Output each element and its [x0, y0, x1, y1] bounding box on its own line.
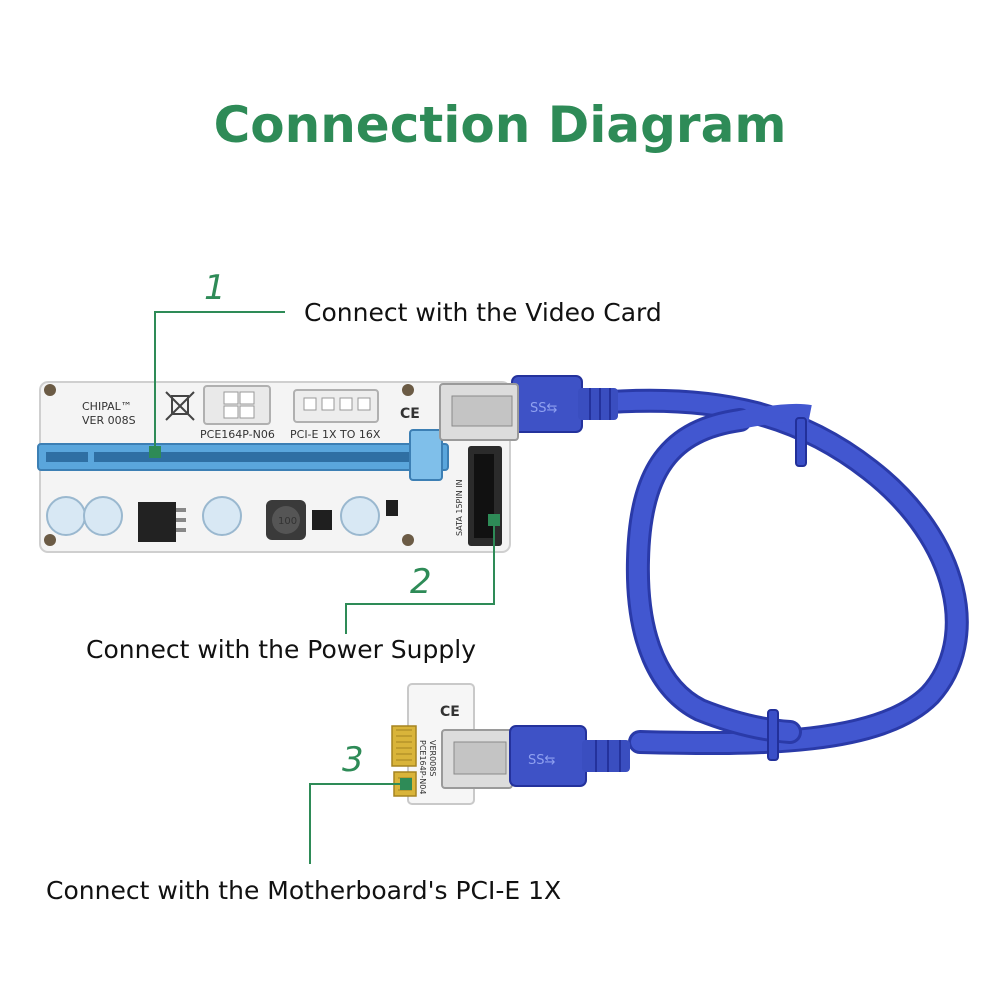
leader-line-3: [309, 783, 406, 864]
bottom-usb-plug: SS⇆: [509, 725, 630, 787]
weee-bin-icon: [165, 391, 195, 421]
leader-dot-3: [400, 778, 412, 790]
board-brand-text: CHIPAL™: [82, 400, 132, 413]
callout-number-2: 2: [410, 562, 432, 602]
svg-text:SS⇆: SS⇆: [530, 401, 558, 416]
leader-dot-1: [149, 446, 161, 458]
riser-board: CHIPAL™ VER 008S PCE164P-N06 PCI-E 1X TO…: [37, 381, 519, 553]
ce-mark: CE: [400, 406, 420, 422]
usb-cable: [598, 388, 969, 761]
callout-number-1: 1: [204, 268, 226, 308]
diagram-title: Connection Diagram: [213, 96, 787, 154]
sata-label-text: SATA 15PIN IN: [455, 479, 464, 536]
leader-line-2: [345, 520, 495, 634]
pcie-1x-adapter: CE PCE164P-N04 VER008S: [391, 683, 513, 805]
callout-number-3: 3: [342, 740, 364, 780]
leader-lines: [154, 311, 495, 864]
callout-label-2: Connect with the Power Supply: [86, 635, 477, 664]
board-pcie-text: PCI-E 1X TO 16X: [290, 428, 381, 441]
svg-text:SS⇆: SS⇆: [528, 753, 556, 768]
board-model-text: PCE164P-N06: [200, 428, 275, 441]
callout-label-3: Connect with the Motherboard's PCI-E 1X: [46, 876, 562, 905]
board-version-text: VER 008S: [82, 414, 136, 427]
adapter-version-text: VER008S: [428, 740, 437, 776]
top-usb-plug: SS⇆: [511, 375, 618, 433]
inductor-text: 100: [278, 516, 297, 527]
callout-label-1: Connect with the Video Card: [304, 298, 662, 327]
leader-dot-2: [488, 514, 500, 526]
adapter-ce-mark: CE: [440, 704, 460, 720]
leader-line-1: [154, 311, 285, 452]
adapter-model-text: PCE164P-N04: [418, 740, 427, 794]
